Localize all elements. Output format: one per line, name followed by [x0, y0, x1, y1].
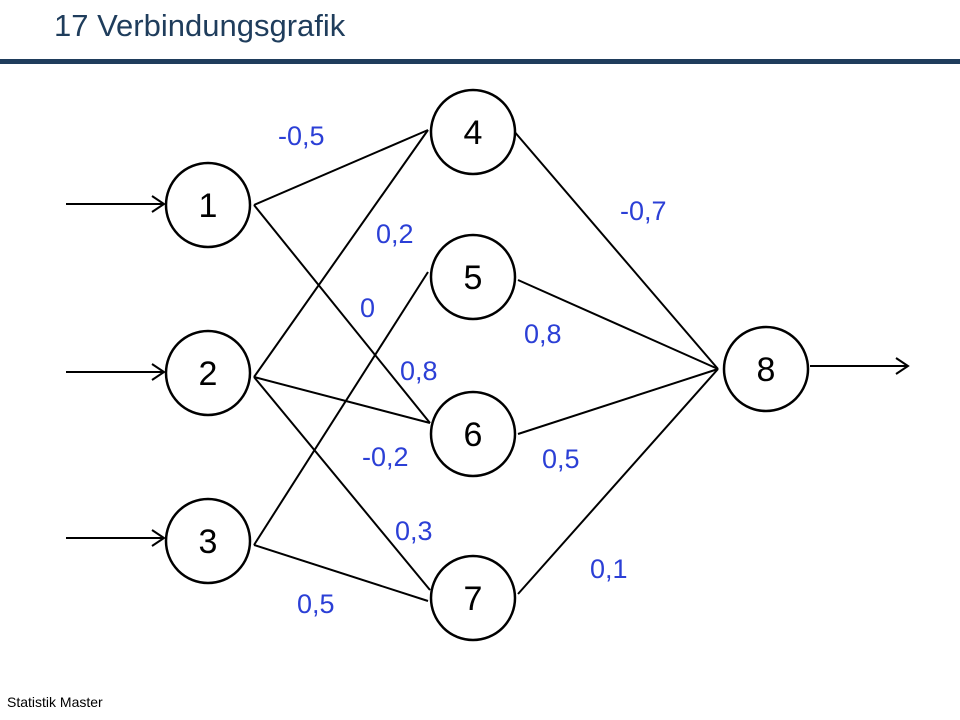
weight-label-n2-n4: 0,2 [376, 219, 414, 249]
weight-label-n6-n8: 0,5 [542, 444, 580, 474]
edge-n4-n8 [512, 129, 719, 370]
node-label-3: 3 [199, 523, 218, 561]
edge-n6-n8 [517, 368, 719, 435]
node-label-6: 6 [464, 416, 483, 454]
node-circle-1 [164, 161, 252, 249]
output-arrow-head [895, 357, 910, 375]
input-arrow-3-head [151, 529, 166, 547]
edge-n2-n4 [253, 129, 429, 378]
node-label-1: 1 [199, 187, 218, 225]
weight-label-n3-n5: 0 [360, 293, 375, 323]
slide-title: 17 Verbindungsgrafik [54, 8, 346, 43]
node-label-2: 2 [199, 355, 218, 393]
edge-n1-n6 [253, 204, 431, 424]
node-label-5: 5 [464, 259, 483, 297]
edge-n3-n5 [253, 271, 429, 546]
edge-n5-n8 [517, 279, 719, 370]
input-arrow-1-head [151, 195, 166, 213]
edge-n2-n7 [253, 376, 431, 591]
node-label-7: 7 [464, 580, 483, 618]
edge-n7-n8 [517, 368, 719, 595]
input-arrow-2-head [151, 363, 166, 381]
edges [253, 129, 719, 602]
node-circle-2 [164, 329, 252, 417]
node-circle-5 [429, 233, 517, 321]
node-circle-7 [429, 554, 517, 642]
weight-label-n5-n8: 0,8 [524, 319, 562, 349]
node-circle-6 [429, 390, 517, 478]
title-rule [0, 59, 960, 64]
node-circle-8 [722, 325, 810, 413]
node-circle-3 [164, 497, 252, 585]
weight-label-n4-n8: -0,7 [620, 196, 667, 226]
node-label-8: 8 [757, 351, 776, 389]
edge-n2-n6 [253, 376, 431, 424]
weight-label-n2-n7: 0,3 [395, 516, 433, 546]
nodes: 1 2 3 4 5 6 7 8 [164, 88, 810, 642]
weight-label-n7-n8: 0,1 [590, 554, 628, 584]
arrows [66, 195, 910, 547]
node-circle-4 [429, 88, 517, 176]
weight-label-n1-n4: -0,5 [278, 121, 325, 151]
weights: -0,5 0,8 0,2 -0,2 0,3 0 0,5 -0,7 0,8 0,5 0,1 [278, 121, 667, 619]
footer-text: Statistik Master [7, 694, 103, 710]
weight-label-n1-n6: 0,8 [400, 356, 438, 386]
edge-n3-n7 [253, 544, 429, 602]
weight-label-n3-n7: 0,5 [297, 589, 335, 619]
weight-label-n2-n6: -0,2 [362, 442, 409, 472]
edge-n1-n4 [253, 129, 429, 206]
node-label-4: 4 [464, 114, 483, 152]
